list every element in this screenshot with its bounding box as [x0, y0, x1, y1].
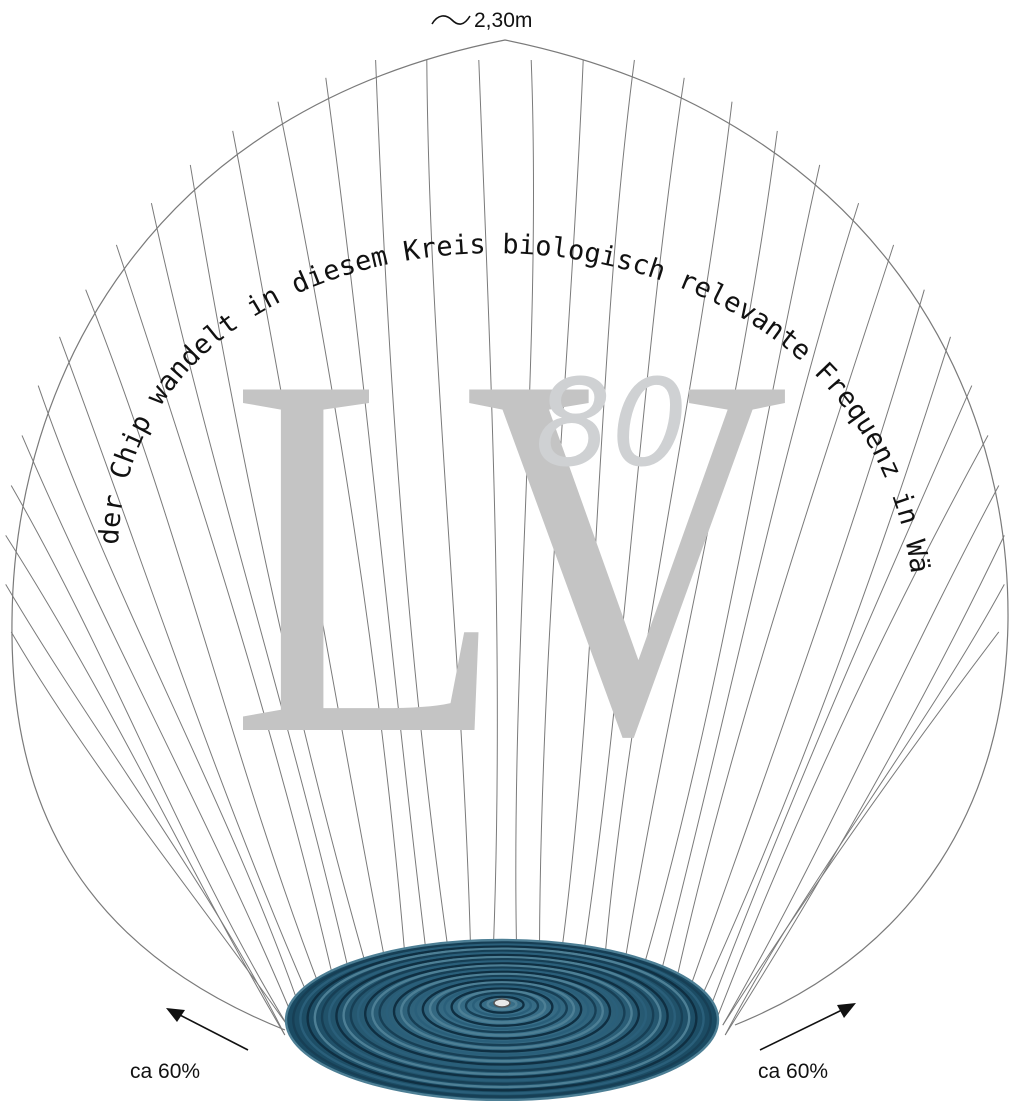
tilde-icon: [432, 16, 470, 24]
right-arrow-label: ca 60%: [758, 1060, 828, 1083]
left-arrow: [166, 1008, 248, 1050]
dimension-label: 2,30m: [474, 9, 532, 32]
dimension-label-group: 2,30m: [432, 9, 532, 32]
chip-center-dot: [494, 999, 510, 1007]
logo-number: 80: [535, 355, 688, 494]
lv80-logo: LV 80: [230, 268, 790, 843]
logo-letters: LV: [230, 268, 790, 843]
left-arrow-label: ca 60%: [130, 1060, 200, 1083]
right-arrow: [760, 1003, 856, 1050]
chip-disc: [286, 940, 718, 1100]
